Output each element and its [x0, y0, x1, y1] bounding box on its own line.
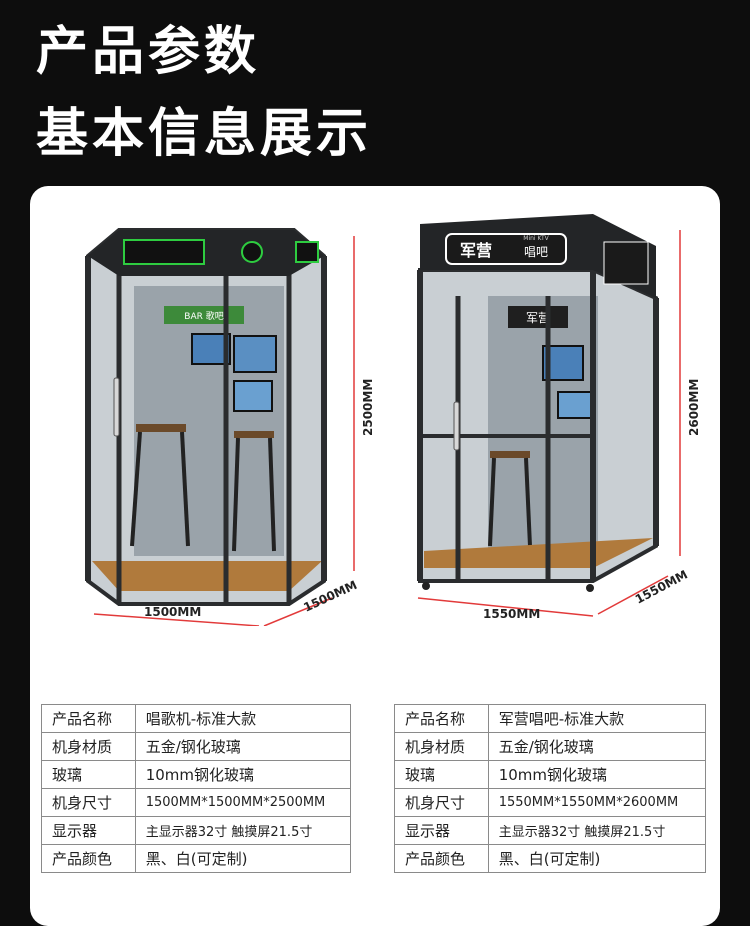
- spec-value: 黑、白(可定制): [487, 844, 707, 873]
- table-row: 机身材质五金/钢化玻璃: [41, 732, 352, 761]
- spec-key: 产品颜色: [394, 844, 489, 873]
- spec-key: 机身尺寸: [394, 788, 489, 817]
- spec-key: 显示器: [394, 816, 489, 845]
- left-booth-illustration: BAR 歌吧: [85, 228, 355, 626]
- right-width-label: 1550MM: [483, 607, 540, 621]
- right-brand-sub: 唱吧: [524, 245, 548, 259]
- table-row: 机身材质五金/钢化玻璃: [394, 732, 707, 761]
- right-height-label: 2600MM: [687, 379, 701, 436]
- spec-value: 主显示器32寸 触摸屏21.5寸: [487, 816, 707, 845]
- spec-key: 产品名称: [41, 704, 136, 733]
- spec-key: 产品名称: [394, 704, 489, 733]
- spec-key: 机身尺寸: [41, 788, 136, 817]
- right-booth-dimensions: 1550MM 1550MM 2600MM: [483, 379, 701, 621]
- table-row: 产品颜色黑、白(可定制): [41, 844, 352, 873]
- spec-key: 显示器: [41, 816, 136, 845]
- product-panel: BAR 歌吧 1500MM 1500MM 2500MM: [30, 186, 720, 926]
- table-row: 产品颜色黑、白(可定制): [394, 844, 707, 873]
- spec-key: 玻璃: [394, 760, 489, 789]
- left-height-label: 2500MM: [361, 379, 375, 436]
- left-booth-sign: BAR 歌吧: [184, 310, 223, 322]
- left-width-label: 1500MM: [144, 605, 201, 619]
- table-row: 显示器主显示器32寸 触摸屏21.5寸: [41, 816, 352, 845]
- spec-value: 五金/钢化玻璃: [487, 732, 707, 761]
- spec-value: 唱歌机-标准大款: [134, 704, 352, 733]
- right-brand-tag: Mini KTV: [523, 235, 549, 242]
- spec-value: 10mm钢化玻璃: [487, 760, 707, 789]
- table-row: 显示器主显示器32寸 触摸屏21.5寸: [394, 816, 707, 845]
- title-line-2: 基本信息展示: [36, 104, 373, 164]
- spec-value: 黑、白(可定制): [134, 844, 352, 873]
- spec-key: 产品颜色: [41, 844, 136, 873]
- table-row: 产品名称唱歌机-标准大款: [41, 704, 352, 733]
- left-depth-label: 1500MM: [301, 578, 359, 615]
- right-depth-label: 1550MM: [633, 567, 690, 606]
- spec-key: 机身材质: [394, 732, 489, 761]
- spec-value: 1550MM*1550MM*2600MM: [487, 788, 707, 817]
- left-booth-dimensions: 1500MM 1500MM 2500MM: [144, 379, 375, 619]
- table-row: 产品名称军营唱吧-标准大款: [394, 704, 707, 733]
- spec-value: 1500MM*1500MM*2500MM: [134, 788, 352, 817]
- spec-value: 主显示器32寸 触摸屏21.5寸: [134, 816, 352, 845]
- right-booth-interior-sign: 军营: [526, 311, 550, 325]
- right-booth-illustration: 军营 军营 唱吧 Mini KTV: [417, 214, 681, 617]
- spec-value: 五金/钢化玻璃: [134, 732, 352, 761]
- spec-value: 10mm钢化玻璃: [134, 760, 352, 789]
- title-line-1: 产品参数: [36, 22, 261, 82]
- spec-key: 机身材质: [41, 732, 136, 761]
- right-brand-main: 军营: [460, 241, 492, 260]
- spec-value: 军营唱吧-标准大款: [487, 704, 707, 733]
- spec-key: 玻璃: [41, 760, 136, 789]
